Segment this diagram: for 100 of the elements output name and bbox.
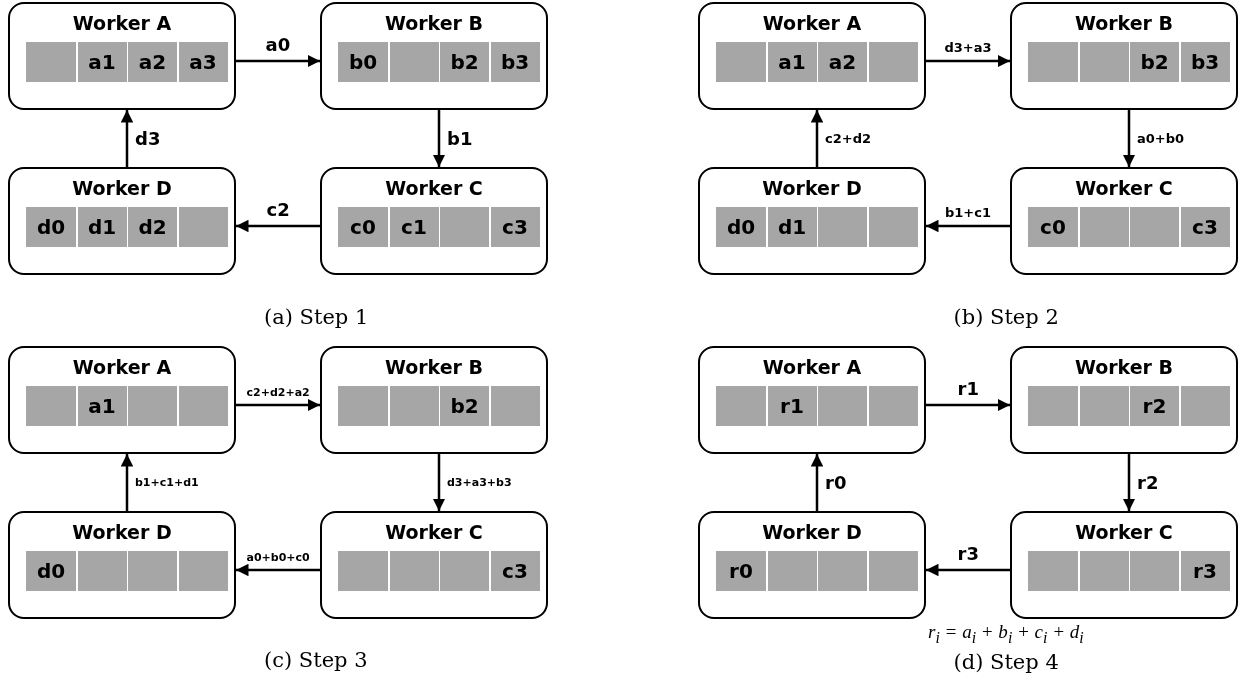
buffer-cell: [127, 551, 177, 591]
buffer-cell: c3: [489, 207, 540, 247]
edge-label: b1+c1+d1: [133, 476, 201, 489]
arrow: [236, 398, 320, 412]
buffer-cell: [867, 42, 918, 82]
arrow: [810, 110, 824, 167]
arrow: [926, 54, 1010, 68]
worker-title: Worker D: [762, 177, 862, 199]
worker-box: [1010, 511, 1238, 619]
edge-label: c2+d2: [823, 131, 873, 146]
worker-box: [698, 346, 926, 454]
buffer-cell: [867, 386, 918, 426]
buffer-cell: a3: [177, 42, 228, 82]
buffer-cell: [388, 551, 439, 591]
buffer-cell: [1129, 207, 1179, 247]
panel-caption: (b) Step 2: [953, 305, 1059, 329]
buffer-cell: b2: [439, 386, 489, 426]
worker-title: Worker C: [1075, 177, 1173, 199]
buffer-cell: [1028, 42, 1078, 82]
buffer-cell: c3: [1179, 207, 1230, 247]
buffer-cell: [817, 551, 867, 591]
buffer-cell: [817, 207, 867, 247]
worker-title: Worker D: [72, 521, 172, 543]
buffer-cell: a2: [127, 42, 177, 82]
buffer-cell: [338, 551, 388, 591]
worker-title: Worker A: [72, 356, 172, 378]
buffer-cell: [1078, 386, 1129, 426]
worker-title: Worker D: [762, 521, 862, 543]
worker-title: Worker B: [1074, 356, 1174, 378]
buffer-cell: [1078, 42, 1129, 82]
buffer-cell: b0: [338, 42, 388, 82]
buffer-cell: b3: [489, 42, 540, 82]
buffer-cell: d1: [766, 207, 817, 247]
panel-caption: (c) Step 3: [264, 648, 368, 672]
panel-caption: (a) Step 1: [264, 305, 369, 329]
arrow: [810, 454, 824, 511]
buffer-cell: d0: [716, 207, 766, 247]
worker-title: Worker A: [72, 12, 172, 34]
buffer-cell: [1078, 207, 1129, 247]
arrow: [432, 454, 446, 511]
worker-title: Worker B: [384, 356, 484, 378]
arrow: [432, 110, 446, 167]
buffer-cell: [1179, 386, 1230, 426]
worker-box: [320, 2, 548, 110]
worker-box: [8, 346, 236, 454]
buffer-cell: [489, 386, 540, 426]
buffer-cell: b2: [439, 42, 489, 82]
buffer-cell: [177, 386, 228, 426]
worker-title: Worker A: [762, 12, 862, 34]
worker-box: [8, 167, 236, 275]
buffer-cell: [867, 207, 918, 247]
buffer-cell: r1: [766, 386, 817, 426]
worker-box: [320, 167, 548, 275]
worker-box: [320, 346, 548, 454]
buffer-cell: [766, 551, 817, 591]
buffer-cell: [867, 551, 918, 591]
buffer-cell: [1078, 551, 1129, 591]
buffer-cell: [388, 386, 439, 426]
worker-box: [1010, 346, 1238, 454]
buffer-cell: d0: [26, 551, 76, 591]
worker-box: [8, 511, 236, 619]
buffer-cell: [127, 386, 177, 426]
buffer-cell: [177, 551, 228, 591]
buffer-cell: [338, 386, 388, 426]
buffer-cell: r3: [1179, 551, 1230, 591]
buffer-cell: [1028, 551, 1078, 591]
edge-label: b1+c1: [943, 205, 993, 220]
worker-box: [320, 511, 548, 619]
buffer-cell: [716, 386, 766, 426]
buffer-cell: a1: [76, 42, 127, 82]
buffer-cell: d2: [127, 207, 177, 247]
buffer-cell: d0: [26, 207, 76, 247]
arrow: [926, 219, 1010, 233]
edge-label: a0+b0+c0: [244, 551, 312, 564]
worker-box: [1010, 2, 1238, 110]
buffer-cell: r2: [1129, 386, 1179, 426]
buffer-cell: a1: [766, 42, 817, 82]
worker-title: Worker B: [384, 12, 484, 34]
arrow: [120, 454, 134, 511]
arrow: [236, 563, 320, 577]
buffer-cell: [388, 42, 439, 82]
buffer-cell: [76, 551, 127, 591]
buffer-cell: [1129, 551, 1179, 591]
worker-box: [8, 2, 236, 110]
worker-title: Worker C: [385, 177, 483, 199]
worker-title: Worker C: [385, 521, 483, 543]
arrow: [1122, 110, 1136, 167]
buffer-cell: c0: [338, 207, 388, 247]
arrow: [926, 563, 1010, 577]
worker-title: Worker D: [72, 177, 172, 199]
edge-label: c2+d2+a2: [244, 386, 312, 399]
buffer-cell: [1028, 386, 1078, 426]
worker-box: [698, 511, 926, 619]
buffer-cell: c3: [489, 551, 540, 591]
arrow: [120, 110, 134, 167]
buffer-cell: [716, 42, 766, 82]
worker-box: [698, 167, 926, 275]
buffer-cell: c1: [388, 207, 439, 247]
buffer-cell: d1: [76, 207, 127, 247]
edge-label: a0+b0: [1135, 131, 1187, 146]
